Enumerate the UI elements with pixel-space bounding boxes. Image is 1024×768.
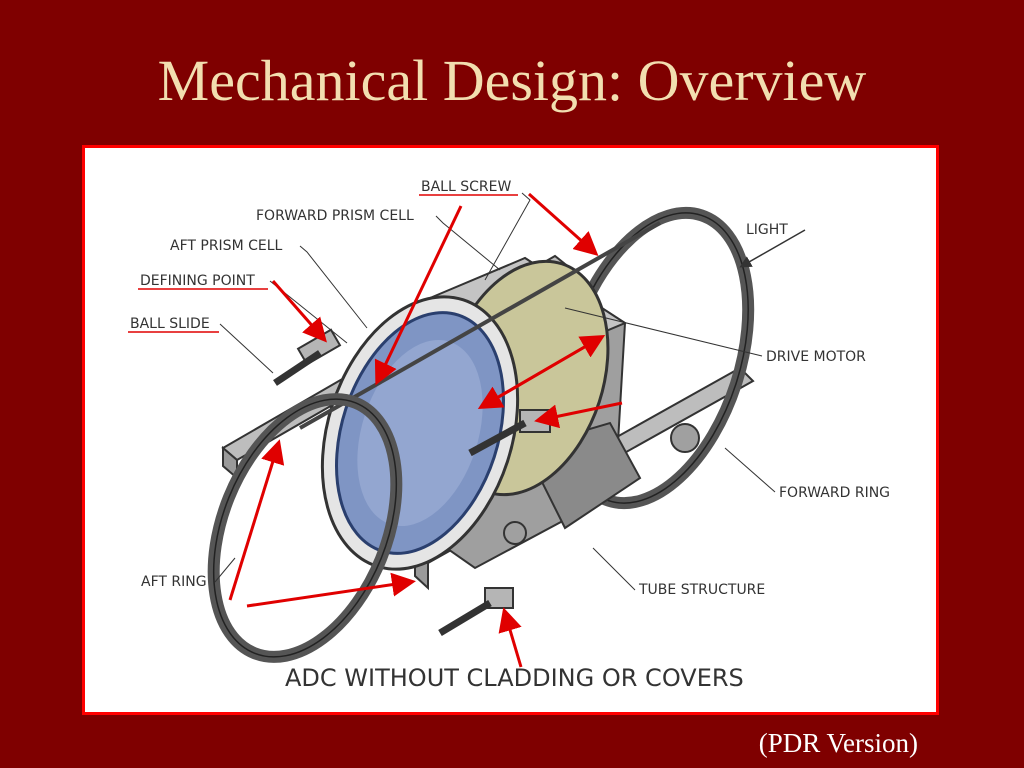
label-defining-point: DEFINING POINT [140,273,255,289]
label-ball-slide: BALL SLIDE [130,316,210,332]
defining-point-component [438,587,514,637]
figure-caption: ADC WITHOUT CLADDING OR COVERS [285,664,744,692]
ball-screw [299,221,661,430]
figure-panel: BALL SCREW FORWARD PRISM CELL AFT PRISM … [82,145,939,715]
light-arrow-icon [739,229,806,268]
label-underlines [128,194,518,333]
ball-slide-component [273,328,342,386]
label-forward-ring: FORWARD RING [779,485,890,501]
footer-note: (PDR Version) [758,728,918,758]
leader-lines [214,192,776,591]
label-tube-structure: TUBE STRUCTURE [638,582,765,598]
label-aft-prism-cell: AFT PRISM CELL [170,238,283,254]
red-arrows [228,192,623,668]
label-ball-screw: BALL SCREW [421,179,511,195]
label-drive-motor: DRIVE MOTOR [766,349,866,365]
slide-title: Mechanical Design: Overview [157,48,867,113]
label-aft-ring: AFT RING [141,574,207,590]
label-forward-prism-cell: FORWARD PRISM CELL [256,208,414,224]
label-light: LIGHT [746,222,788,238]
adc-drawing: BALL SCREW FORWARD PRISM CELL AFT PRISM … [128,179,890,692]
